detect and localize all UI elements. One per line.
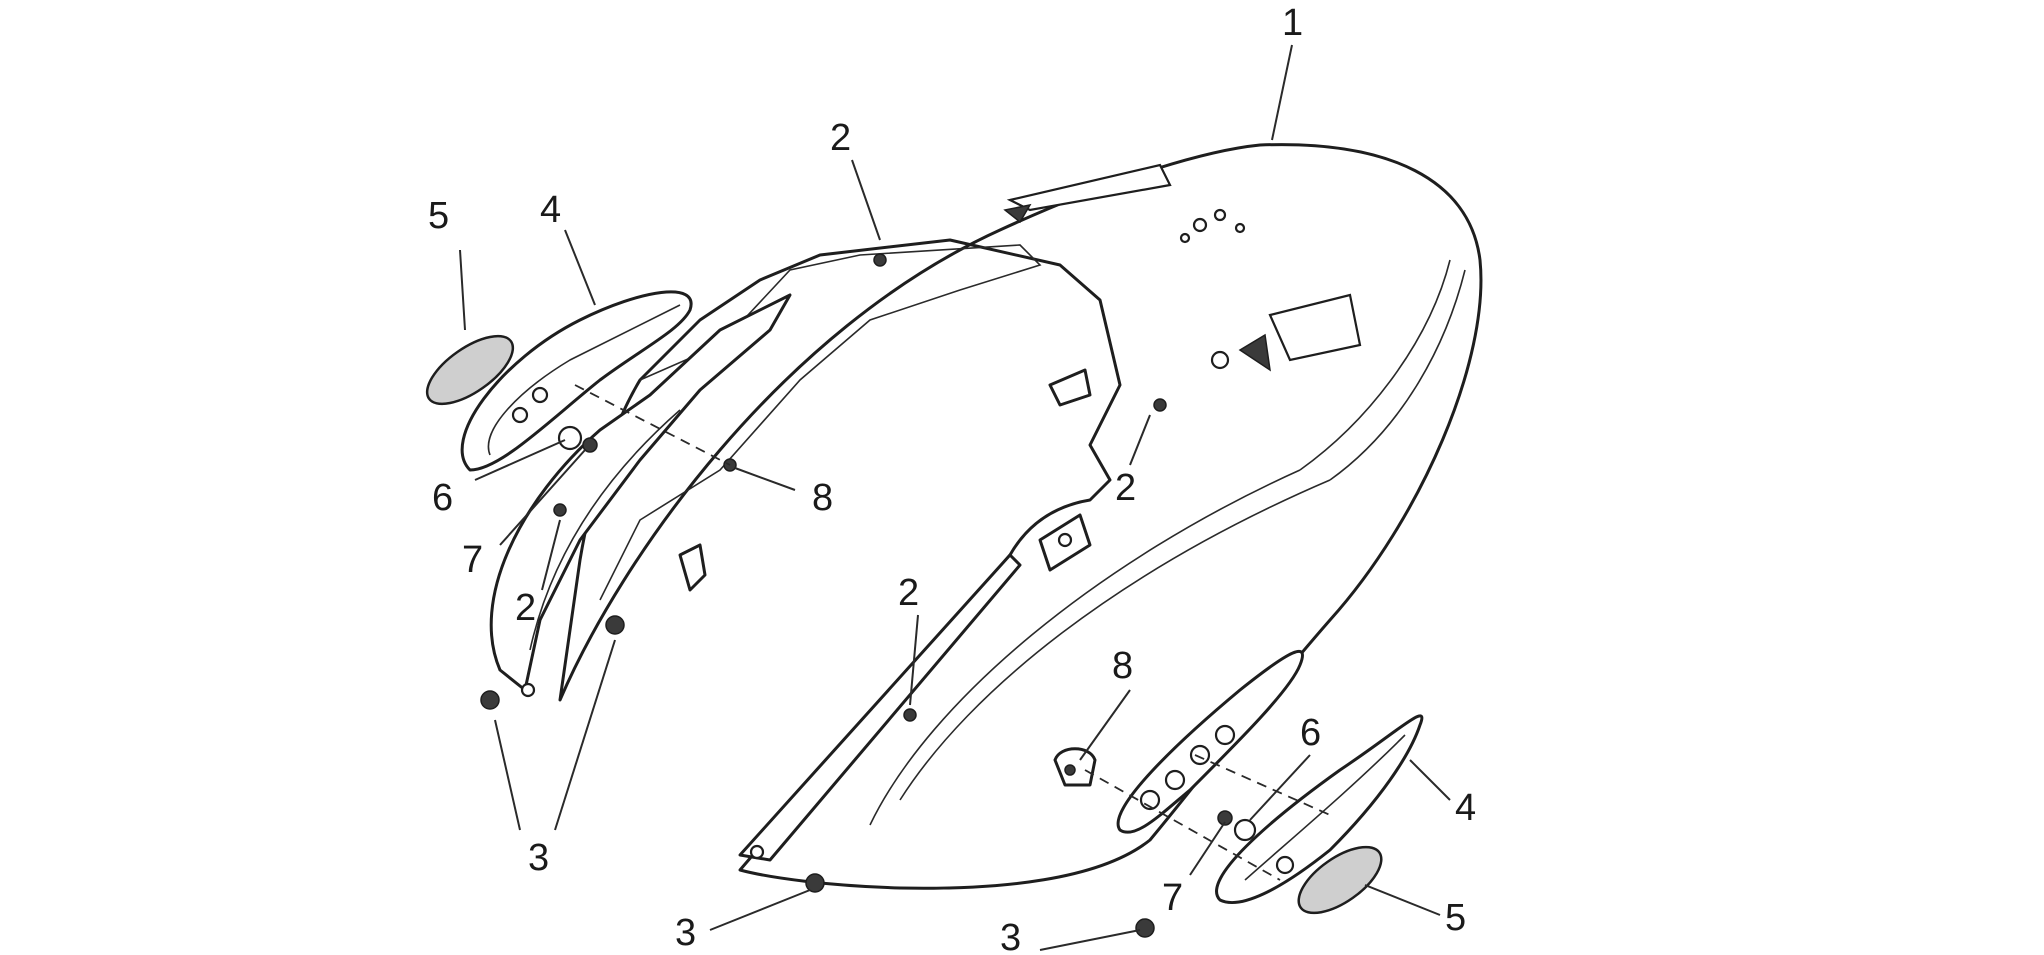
left-washer: [557, 425, 583, 451]
callout-3-bottom-center: 3: [1000, 917, 1021, 955]
callout-8-right: 8: [1112, 645, 1133, 687]
right-tail-light-cover: [1215, 714, 1424, 905]
callout-6-right: 6: [1300, 712, 1321, 754]
left-lens: [425, 334, 515, 406]
callout-2-center: 2: [898, 572, 919, 614]
callout-labels: 1 2 2 2 2 3 3 3 4 4 5 5 6 6 7 7 8 8: [428, 2, 1476, 955]
callout-5-left: 5: [428, 195, 449, 237]
callout-6-left: 6: [432, 477, 453, 519]
right-reflector-bracket: [1116, 649, 1304, 834]
callout-2-left: 2: [515, 587, 536, 629]
right-clip: [1053, 747, 1097, 787]
left-nut: [582, 437, 598, 453]
right-nut: [1217, 810, 1233, 826]
left-tail-light-cover: [460, 290, 693, 472]
callout-3-left: 3: [528, 837, 549, 879]
callout-1: 1: [1282, 2, 1303, 44]
right-washer: [1233, 818, 1257, 842]
callout-4-left: 4: [540, 189, 561, 231]
callout-2-right: 2: [1115, 467, 1136, 509]
callout-7-left: 7: [462, 539, 483, 581]
left-side-panel: [489, 293, 792, 698]
leader-lines: [459, 44, 1451, 951]
screws: [480, 253, 1167, 938]
callout-3-bottom-left: 3: [675, 912, 696, 954]
callout-2-top: 2: [830, 117, 851, 159]
lower-skirt-panel: [738, 368, 1092, 862]
callout-8-left: 8: [812, 477, 833, 519]
callout-7-right: 7: [1162, 877, 1183, 919]
right-lens: [1297, 845, 1383, 915]
callout-4-right: 4: [1455, 787, 1476, 829]
callout-5-right: 5: [1445, 897, 1466, 939]
